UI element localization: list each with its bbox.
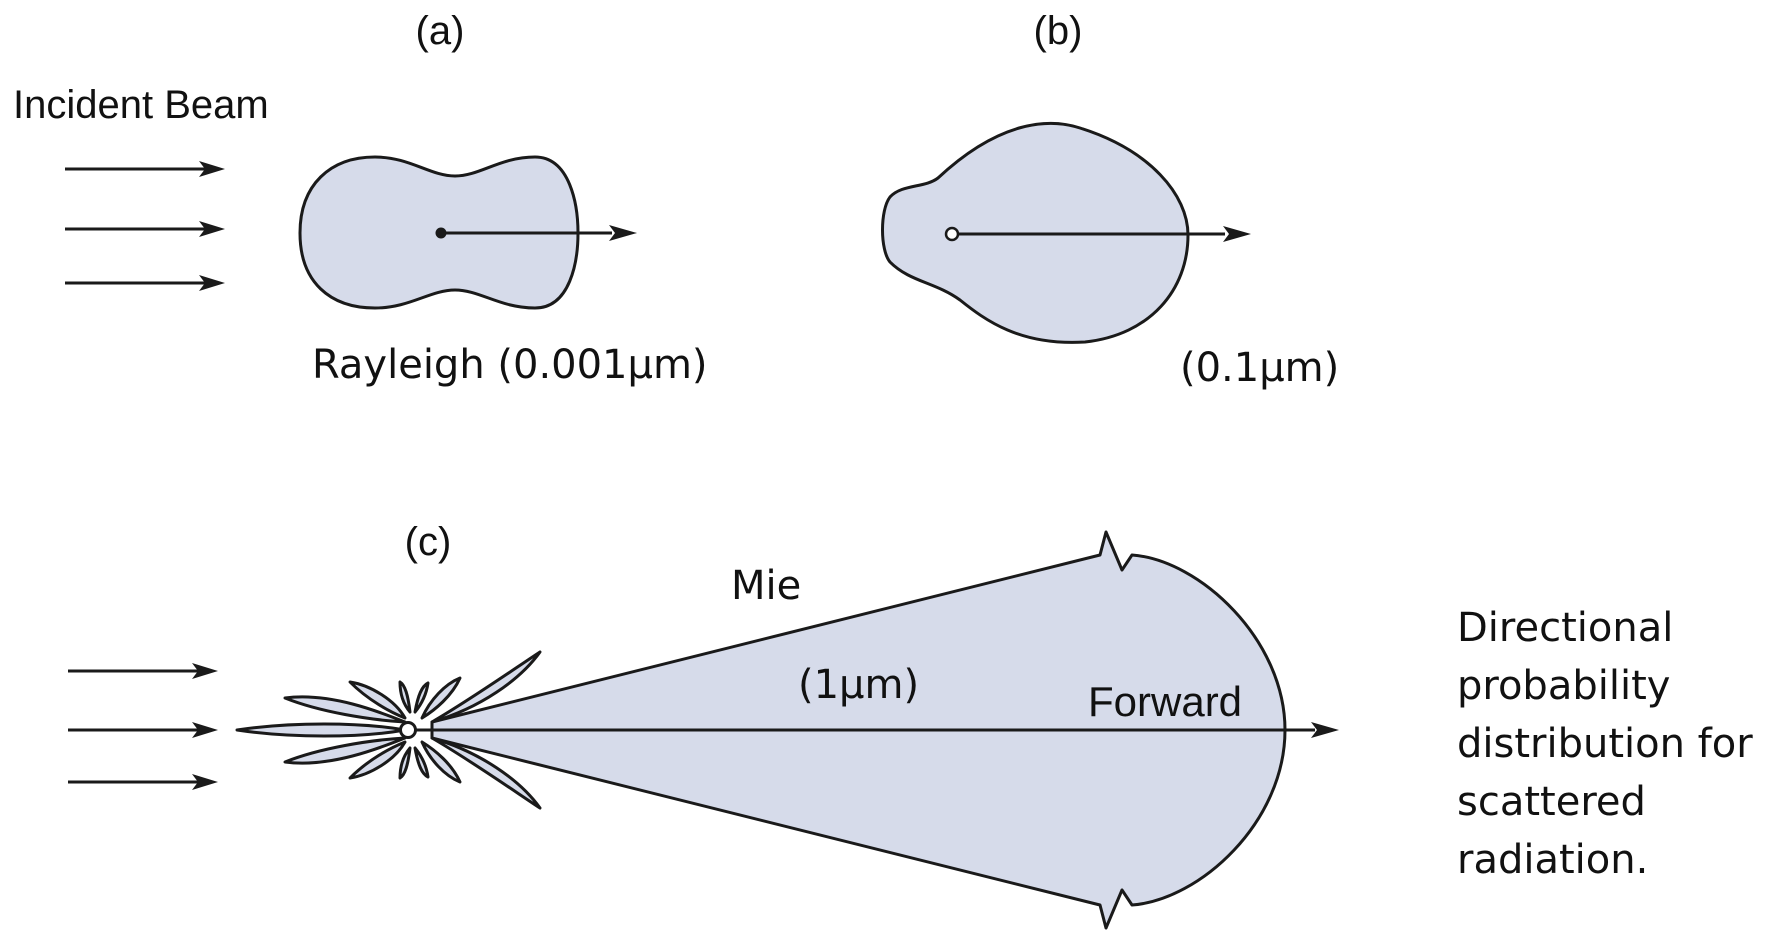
caption-line: radiation.: [1457, 837, 1648, 883]
incident-arrows-c: [68, 663, 218, 790]
panel-c-label: (c): [405, 520, 452, 564]
caption-line: Directional: [1457, 605, 1673, 651]
particle-dot-b: [944, 226, 960, 242]
mie-side-lobes: [235, 650, 542, 810]
incident-arrows-a: [65, 161, 225, 291]
mie-label: Mie: [731, 563, 801, 609]
forward-arrow-b: [958, 226, 1251, 242]
panel-a-label: (a): [416, 9, 465, 53]
forward-arrow-c: [416, 722, 1339, 738]
particle-dot-c: [399, 721, 417, 739]
incident-beam-label: Incident Beam: [13, 83, 269, 127]
panel-b-label: (b): [1034, 9, 1083, 53]
caption-line: distribution for: [1457, 721, 1753, 767]
caption-line: probability: [1457, 663, 1670, 709]
forward-label: Forward: [1088, 678, 1242, 725]
forward-arrow-a: [441, 225, 637, 241]
caption: Directional probability distribution for…: [1457, 605, 1753, 883]
intermediate-size-label: (0.1μm): [1180, 345, 1339, 391]
mie-size-label: (1μm): [798, 662, 919, 708]
rayleigh-size-label: Rayleigh (0.001μm): [312, 342, 708, 388]
caption-line: scattered: [1457, 779, 1646, 825]
